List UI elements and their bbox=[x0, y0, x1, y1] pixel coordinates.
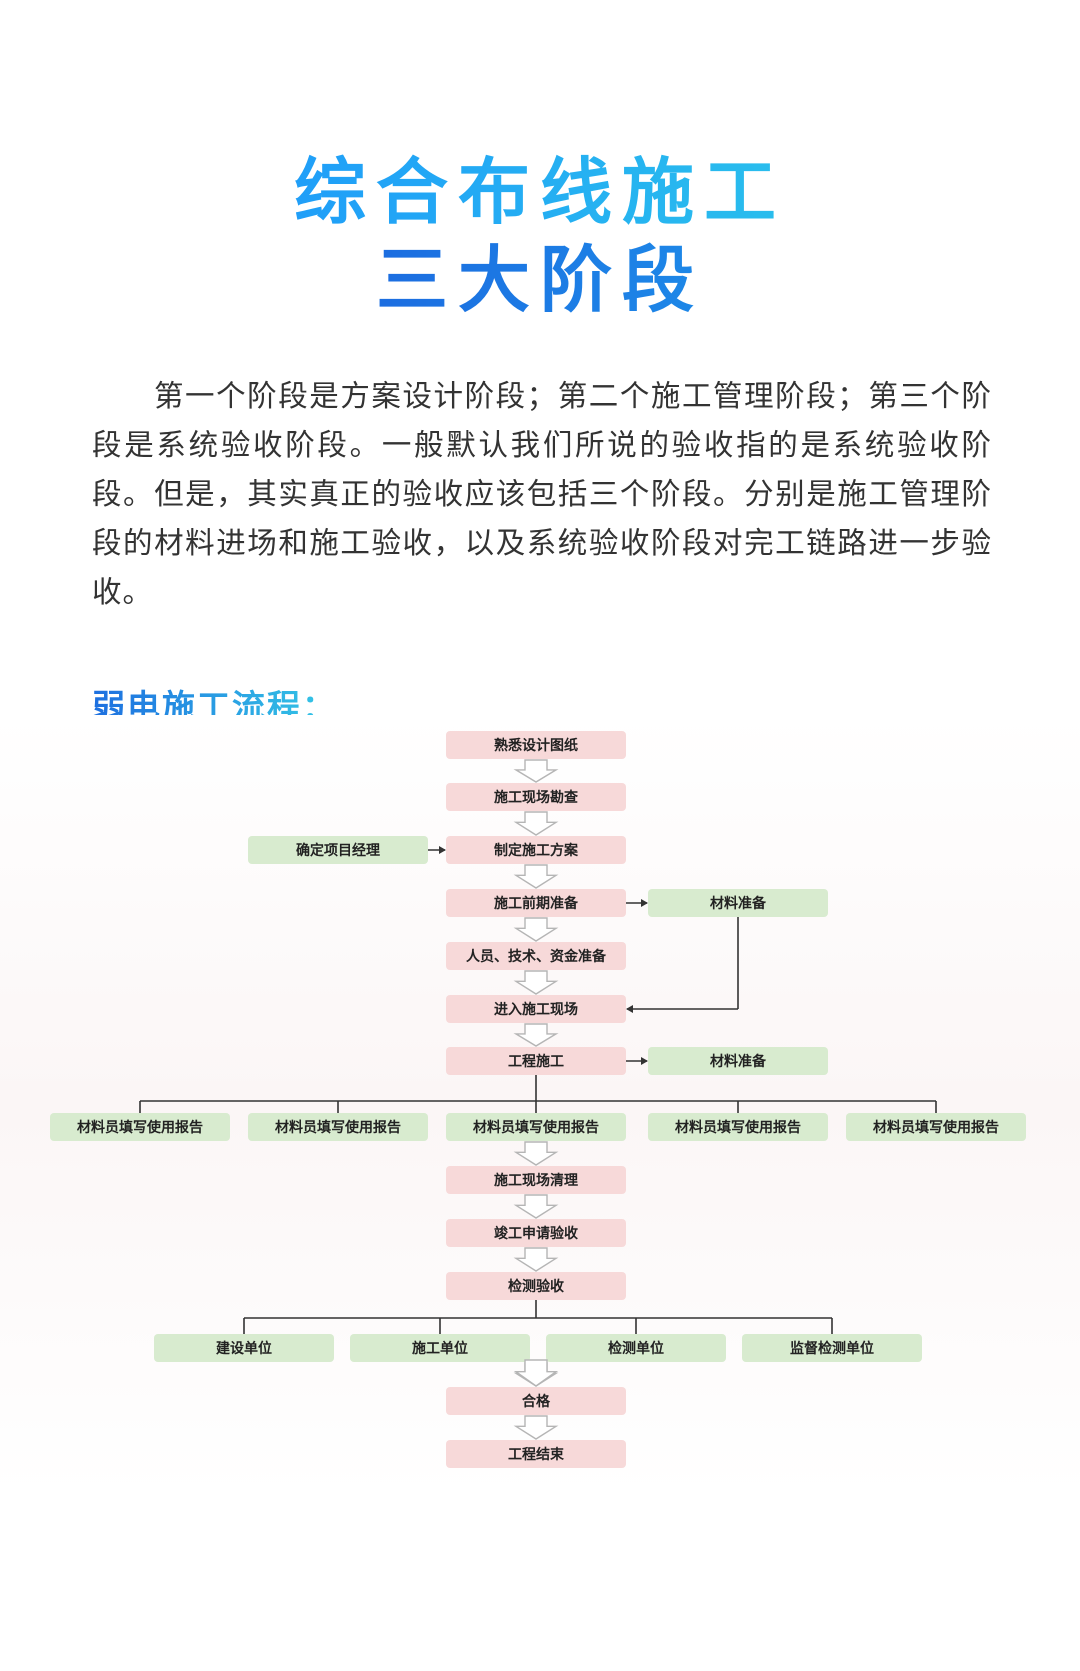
flowchart-panel: 熟悉设计图纸施工现场勘查制定施工方案施工前期准备人员、技术、资金准备进入施工现场… bbox=[0, 715, 1080, 1495]
flow-arrow-10 bbox=[513, 1247, 559, 1272]
box-material-prep-2: 材料准备 bbox=[648, 1047, 828, 1075]
step-construction-shape bbox=[446, 1047, 626, 1075]
step-site-cleanup-label: 施工现场清理 bbox=[494, 1172, 578, 1189]
box-inspection-branch-3: 监督检测单位 bbox=[742, 1334, 922, 1362]
box-report-branch-3: 材料员填写使用报告 bbox=[648, 1113, 828, 1141]
step-completion-request-shape bbox=[446, 1219, 626, 1247]
intro-paragraph: 第一个阶段是方案设计阶段；第二个施工管理阶段；第三个阶段是系统验收阶段。一般默认… bbox=[92, 379, 992, 609]
step-site-cleanup: 施工现场清理 bbox=[446, 1166, 626, 1194]
flowchart: 熟悉设计图纸施工现场勘查制定施工方案施工前期准备人员、技术、资金准备进入施工现场… bbox=[50, 731, 1026, 1468]
step-completion-request: 竣工申请验收 bbox=[446, 1219, 626, 1247]
step-project-end-shape bbox=[446, 1440, 626, 1468]
step-construction: 工程施工 bbox=[446, 1047, 626, 1075]
box-inspection-branch-2-label: 检测单位 bbox=[608, 1340, 664, 1357]
box-report-branch-1-label: 材料员填写使用报告 bbox=[77, 1119, 203, 1136]
box-inspection-branch-3-shape bbox=[742, 1334, 922, 1362]
page-title-line-2: 三大阶段 bbox=[0, 238, 1080, 322]
flow-arrow-13 bbox=[513, 1415, 559, 1440]
connector-material-return-arrowhead bbox=[626, 1005, 633, 1013]
box-inspection-branch-1-shape bbox=[154, 1334, 334, 1362]
step-completion-request-label: 竣工申请验收 bbox=[494, 1225, 579, 1242]
step-site-cleanup-shape bbox=[446, 1166, 626, 1194]
box-project-manager-label: 确定项目经理 bbox=[296, 842, 380, 859]
box-report-branch-2-shape bbox=[248, 1113, 428, 1141]
box-report-branch-2: 材料员填写使用报告 bbox=[248, 1113, 428, 1141]
box-inspection-branch-2: 检测单位 bbox=[546, 1334, 726, 1362]
step-report-center-shape bbox=[446, 1113, 626, 1141]
step-report-center: 材料员填写使用报告 bbox=[446, 1113, 626, 1141]
step-resources-shape bbox=[446, 942, 626, 970]
step-design-drawings: 熟悉设计图纸 bbox=[446, 731, 626, 759]
step-construction-plan-label: 制定施工方案 bbox=[494, 842, 579, 859]
step-inspection-construction-unit: 施工单位 bbox=[350, 1334, 530, 1362]
step-qualified: 合格 bbox=[446, 1387, 626, 1415]
box-project-manager: 确定项目经理 bbox=[248, 836, 428, 864]
flow-arrow-6 bbox=[513, 1023, 559, 1047]
step-construction-plan-shape bbox=[446, 836, 626, 864]
step-enter-site: 进入施工现场 bbox=[446, 995, 626, 1023]
step-design-drawings-label: 熟悉设计图纸 bbox=[494, 737, 578, 754]
box-project-manager-shape bbox=[248, 836, 428, 864]
box-report-branch-2-label: 材料员填写使用报告 bbox=[275, 1119, 401, 1136]
box-report-branch-4: 材料员填写使用报告 bbox=[846, 1113, 1026, 1141]
box-report-branch-1-shape bbox=[50, 1113, 230, 1141]
box-material-prep-1-label: 材料准备 bbox=[710, 895, 767, 912]
flow-arrow-4 bbox=[513, 917, 559, 942]
step-preparation-label: 施工前期准备 bbox=[494, 895, 579, 912]
box-inspection-branch-1: 建设单位 bbox=[154, 1334, 334, 1362]
step-inspection-shape bbox=[446, 1272, 626, 1300]
page-title-line-1: 综合布线施工 bbox=[0, 150, 1080, 234]
step-inspection-construction-unit-label: 施工单位 bbox=[412, 1340, 468, 1357]
flow-arrow-1 bbox=[513, 759, 559, 783]
box-report-branch-4-label: 材料员填写使用报告 bbox=[873, 1119, 999, 1136]
step-inspection-construction-unit-shape bbox=[350, 1334, 530, 1362]
box-report-branch-4-shape bbox=[846, 1113, 1026, 1141]
box-inspection-branch-2-shape bbox=[546, 1334, 726, 1362]
flow-arrow-5 bbox=[513, 970, 559, 995]
step-design-drawings-shape bbox=[446, 731, 626, 759]
box-report-branch-3-shape bbox=[648, 1113, 828, 1141]
box-material-prep-1: 材料准备 bbox=[648, 889, 828, 917]
step-resources: 人员、技术、资金准备 bbox=[446, 942, 626, 970]
flow-arrow-3 bbox=[513, 864, 559, 889]
flow-arrow-to-qualified bbox=[513, 1359, 559, 1387]
step-project-end-label: 工程结束 bbox=[508, 1446, 565, 1463]
step-project-end: 工程结束 bbox=[446, 1440, 626, 1468]
connector-manager-arrowhead bbox=[439, 846, 446, 854]
step-construction-plan: 制定施工方案 bbox=[446, 836, 626, 864]
step-resources-label: 人员、技术、资金准备 bbox=[466, 948, 607, 965]
flow-arrow-2 bbox=[513, 811, 559, 836]
step-enter-site-shape bbox=[446, 995, 626, 1023]
step-enter-site-label: 进入施工现场 bbox=[494, 1001, 578, 1018]
step-inspection-label: 检测验收 bbox=[508, 1278, 565, 1295]
step-site-survey-shape bbox=[446, 783, 626, 811]
flow-arrow-8 bbox=[513, 1141, 559, 1166]
step-preparation-shape bbox=[446, 889, 626, 917]
box-report-branch-1: 材料员填写使用报告 bbox=[50, 1113, 230, 1141]
box-report-branch-3-label: 材料员填写使用报告 bbox=[675, 1119, 801, 1136]
step-qualified-label: 合格 bbox=[522, 1393, 551, 1410]
step-site-survey-label: 施工现场勘查 bbox=[494, 789, 579, 806]
step-preparation: 施工前期准备 bbox=[446, 889, 626, 917]
connector-material-1-arrowhead bbox=[641, 899, 648, 907]
step-qualified-shape bbox=[446, 1387, 626, 1415]
step-inspection: 检测验收 bbox=[446, 1272, 626, 1300]
flow-arrow-9 bbox=[513, 1194, 559, 1219]
connector-material-2-arrowhead bbox=[641, 1057, 648, 1065]
box-material-prep-2-label: 材料准备 bbox=[710, 1053, 767, 1070]
box-material-prep-1-shape bbox=[648, 889, 828, 917]
box-inspection-branch-1-label: 建设单位 bbox=[216, 1340, 272, 1357]
step-site-survey: 施工现场勘查 bbox=[446, 783, 626, 811]
box-material-prep-2-shape bbox=[648, 1047, 828, 1075]
step-construction-label: 工程施工 bbox=[508, 1053, 564, 1070]
box-inspection-branch-3-label: 监督检测单位 bbox=[790, 1340, 874, 1357]
step-report-center-label: 材料员填写使用报告 bbox=[473, 1119, 599, 1136]
